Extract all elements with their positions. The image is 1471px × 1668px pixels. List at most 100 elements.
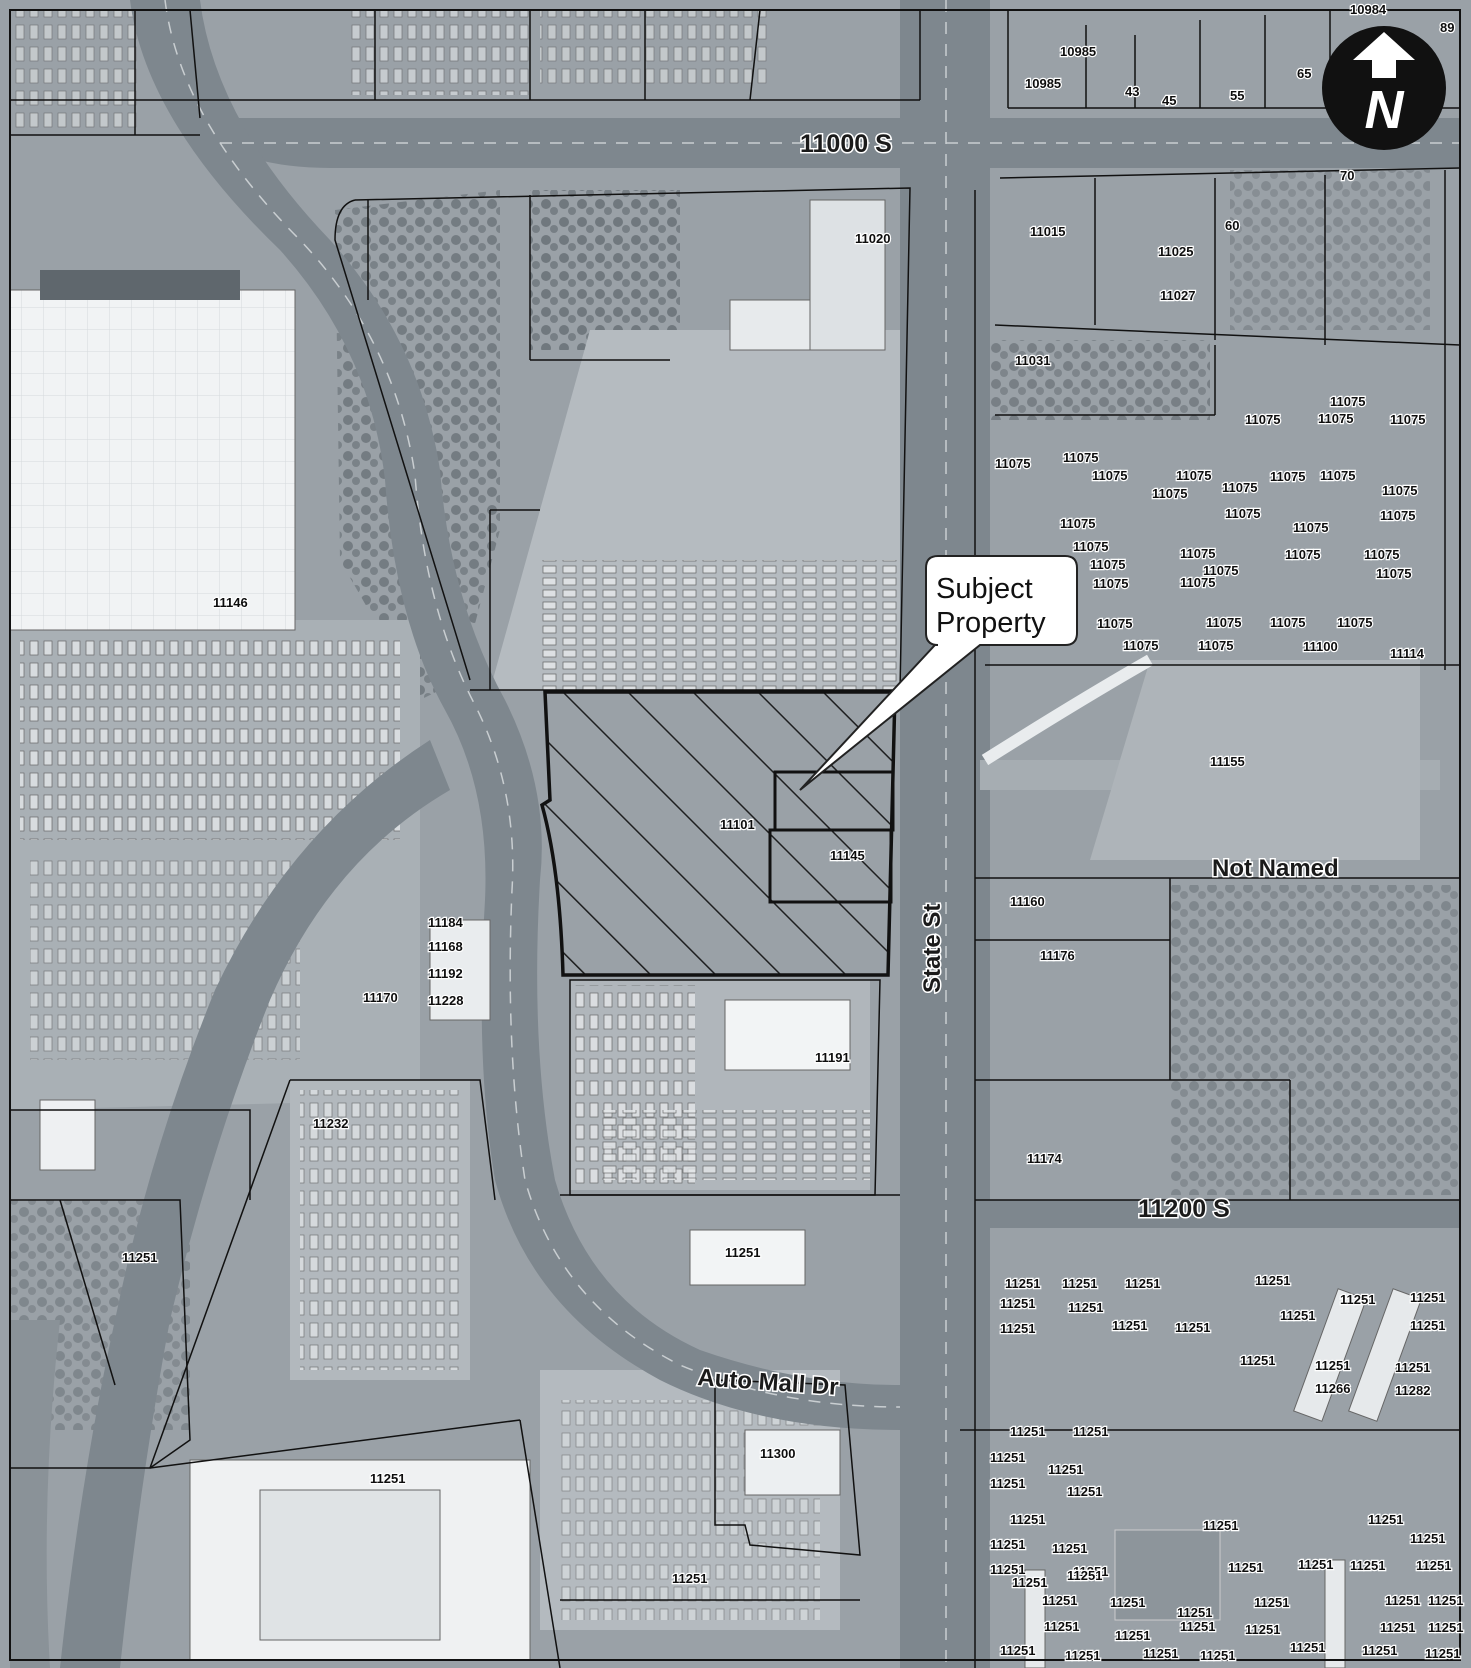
parcel-number-label: 11251 — [1065, 1648, 1100, 1663]
parcel-number-label: 11075 — [1390, 412, 1425, 427]
parcel-number-label: 11075 — [1060, 516, 1095, 531]
parcel-number-label: 11251 — [1175, 1320, 1210, 1335]
parcel-number-label: 11251 — [1350, 1558, 1385, 1573]
parcel-number-label: 65 — [1297, 66, 1311, 81]
parcel-number-label: 11300 — [760, 1446, 795, 1461]
parcel-number-label: 10984 — [1350, 2, 1387, 17]
parcel-number-label: 11251 — [1428, 1620, 1463, 1635]
parcel-number-label: 11075 — [1090, 557, 1125, 572]
parcel-number-label: 11191 — [815, 1050, 850, 1065]
parcel-number-label: 11251 — [1000, 1321, 1035, 1336]
parcel-number-label: 11266 — [1315, 1381, 1350, 1396]
parcel-number-label: 11232 — [313, 1116, 348, 1131]
parking-lots — [10, 10, 910, 1630]
parcel-number-label: 11251 — [1240, 1353, 1275, 1368]
parcel-number-label: 11075 — [1337, 615, 1372, 630]
parcel-number-label: 11145 — [830, 848, 865, 863]
parcel-number-label: 11170 — [363, 990, 398, 1005]
parcel-number-label: 10985 — [1025, 76, 1061, 91]
parcel-number-label: 11075 — [1382, 483, 1417, 498]
parcel-number-label: 11251 — [672, 1571, 707, 1586]
parcel-number-label: 11251 — [1068, 1300, 1103, 1315]
parcel-number-label: 11160 — [1010, 894, 1045, 909]
parcel-number-label: 11192 — [428, 966, 463, 981]
parcel-number-label: 11015 — [1030, 224, 1065, 239]
lane-markings — [164, 0, 1460, 1668]
parcel-number-label: 11251 — [1380, 1620, 1415, 1635]
parcel-number-label: 11251 — [1000, 1296, 1035, 1311]
parcel-number-label: 11251 — [1125, 1276, 1160, 1291]
parcel-number-label: 11075 — [1380, 508, 1415, 523]
parcel-number-label: 11075 — [1152, 486, 1187, 501]
parcel-number-label: 43 — [1125, 84, 1139, 99]
parcel-number-label: 11251 — [1200, 1648, 1235, 1663]
parcel-number-label: 55 — [1230, 88, 1244, 103]
parcel-number-label: 11075 — [1270, 615, 1305, 630]
parcel-number-label: 11251 — [1395, 1360, 1430, 1375]
parcel-number-label: 11075 — [1073, 539, 1108, 554]
parcel-number-label: 11075 — [1293, 520, 1328, 535]
parcel-number-label: 11228 — [428, 993, 463, 1008]
parcel-number-label: 11075 — [1180, 546, 1215, 561]
parcel-number-label: 11251 — [1298, 1557, 1333, 1572]
road-label-auto-mall-dr: Auto Mall Dr — [697, 1364, 840, 1401]
parcel-number-label: 11251 — [1385, 1593, 1420, 1608]
parcel-number-label: 11251 — [1368, 1512, 1403, 1527]
parcel-number-label: 11075 — [1123, 638, 1158, 653]
parcel-number-label: 11155 — [1210, 754, 1245, 769]
parcel-number-label: 11251 — [1010, 1424, 1045, 1439]
parcel-number-label: 11251 — [1290, 1640, 1325, 1655]
parcel-number-label: 11251 — [1005, 1276, 1040, 1291]
parcel-number-label: 11031 — [1015, 353, 1050, 368]
parcel-number-label: 11251 — [1044, 1619, 1079, 1634]
parcel-number-label: 11251 — [990, 1537, 1025, 1552]
parcel-number-label: 11251 — [1143, 1646, 1178, 1661]
parcel-number-label: 11251 — [1362, 1643, 1397, 1658]
parcel-number-label: 11184 — [428, 915, 463, 930]
parcel-number-label: 11075 — [1270, 469, 1305, 484]
parcel-number-label: 11251 — [725, 1245, 760, 1260]
parcel-number-label: 11075 — [1063, 450, 1098, 465]
parcel-number-label: 89 — [1440, 20, 1454, 35]
parcel-number-label: 11251 — [1110, 1595, 1145, 1610]
parcel-number-label: 11251 — [990, 1476, 1025, 1491]
parcel-number-label: 11100 — [1303, 639, 1338, 654]
parcel-number-label: 11251 — [1012, 1575, 1047, 1590]
parcel-number-label: 11168 — [428, 939, 463, 954]
parcel-number-label: 10985 — [1060, 44, 1096, 59]
parcel-number-label: 11174 — [1027, 1151, 1062, 1166]
parcel-lines — [9, 9, 1461, 1668]
parcel-number-label: 11251 — [1428, 1593, 1463, 1608]
parcel-number-label: 11251 — [1245, 1622, 1280, 1637]
parcel-number-label: 11251 — [1112, 1318, 1147, 1333]
subject-property-parcel — [539, 690, 897, 977]
parcel-number-label: 11020 — [855, 231, 890, 246]
parcel-number-label: 11075 — [1097, 616, 1132, 631]
parcel-number-label: 11251 — [1410, 1290, 1445, 1305]
parcel-number-label: 11251 — [1340, 1292, 1375, 1307]
parcel-number-label: 11282 — [1395, 1383, 1430, 1398]
road-label-11000s: 11000 S — [800, 130, 892, 158]
callout-line-2: Property — [936, 607, 1046, 639]
road-labels: 11000 S State St Not Named 11200 S Auto … — [695, 129, 1340, 1403]
parcel-number-label: 11251 — [1115, 1628, 1150, 1643]
parcel-number-label: 11176 — [1040, 948, 1075, 963]
parcel-number-label: 11251 — [1280, 1308, 1315, 1323]
north-arrow-icon: N — [1322, 26, 1446, 150]
parcel-number-label: 11114 — [1390, 646, 1425, 661]
parcel-number-label: 11101 — [720, 817, 755, 832]
parcel-number-label: 11251 — [1315, 1358, 1350, 1373]
parcel-number-label: 11075 — [1330, 394, 1365, 409]
parcel-number-label: 11075 — [1364, 547, 1399, 562]
parcel-number-label: 11075 — [1245, 412, 1280, 427]
parcel-number-label: 11251 — [1042, 1593, 1077, 1608]
parcel-number-label: 11251 — [990, 1562, 1025, 1577]
parcel-number-label: 11251 — [1425, 1646, 1460, 1661]
parcel-number-label: 60 — [1225, 218, 1239, 233]
road-label-not-named: Not Named — [1212, 855, 1339, 882]
parcel-number-label: 11251 — [1180, 1619, 1215, 1634]
parcel-number-label: 11251 — [1052, 1541, 1087, 1556]
parcel-number-label: 11075 — [1180, 575, 1215, 590]
